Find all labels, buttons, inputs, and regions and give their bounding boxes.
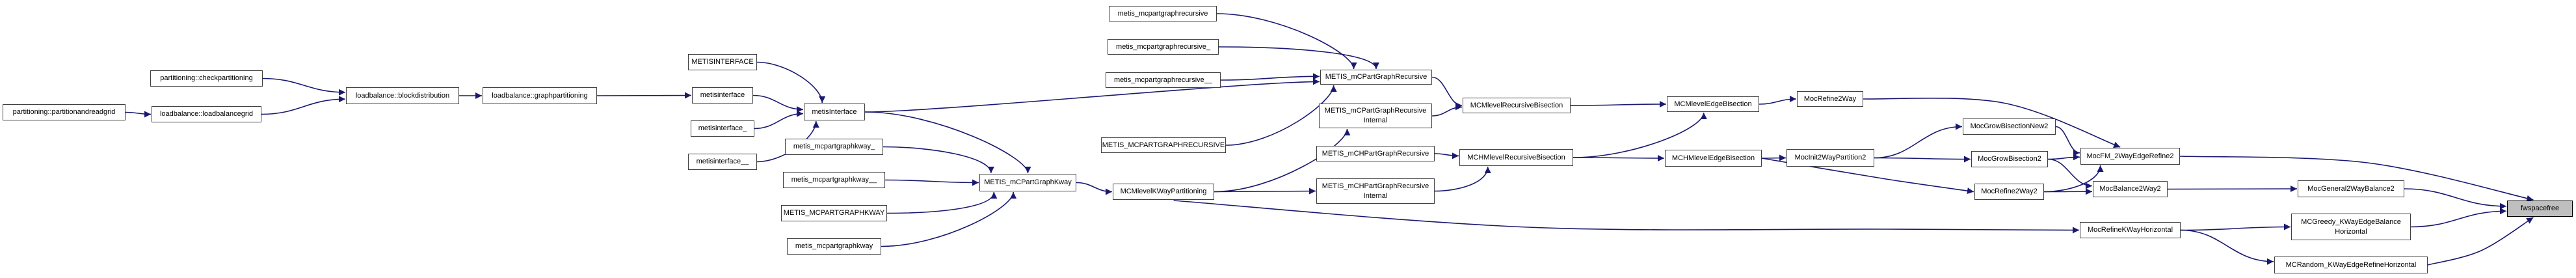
node-MRec[interactable]: METIS_mCPartGraphRecursive: [1320, 70, 1432, 85]
node-lbg[interactable]: loadbalance::loadbalancegrid: [152, 106, 261, 122]
edge-RC-MRec: [1225, 85, 1337, 146]
edge-cp-bd: [262, 77, 346, 96]
edge-MKP-MRecI: [1214, 128, 1351, 193]
edge-kw1-MKway: [883, 146, 994, 174]
node-rc1[interactable]: metis_mcpartgraphrecursive_: [1108, 39, 1219, 55]
edge-MRKH-MCR: [2180, 229, 2274, 265]
node-MCG[interactable]: MCGreedy_KWayEdgeBalance Horizontal: [2291, 214, 2411, 240]
node-MHRB[interactable]: MCHMlevelRecursiveBisection: [1459, 149, 1573, 166]
edge-MG2WB-fws: [2404, 188, 2507, 210]
node-MGB[interactable]: MocGrowBisection2: [1971, 151, 2048, 167]
node-MB2W[interactable]: MocBalance2Way2: [2093, 181, 2168, 197]
edge-MIU-miC: [756, 61, 826, 104]
edge-kw-MKway: [881, 191, 1017, 247]
edge-MHRec-MHRB: [1434, 152, 1459, 160]
edge-miC-MKway: [864, 111, 1031, 174]
edge-MI2P-MGB: [1874, 156, 1971, 163]
edge-MKP-MRKH: [1173, 200, 2080, 234]
node-MR2W2[interactable]: MocRefine2Way2: [1974, 184, 2044, 200]
node-kw1[interactable]: metis_mcpartgraphkway_: [785, 139, 883, 155]
node-MFM[interactable]: MocFM_2WayEdgeRefine2: [2080, 148, 2180, 165]
node-RC[interactable]: METIS_MCPARTGRAPHRECURSIVE: [1101, 137, 1226, 153]
node-miC[interactable]: metisInterface: [804, 104, 865, 120]
node-kw2[interactable]: metis_mcpartgraphkway__: [783, 172, 885, 188]
node-MG2WB[interactable]: MocGeneral2WayBalance2: [2298, 180, 2404, 197]
edge-MFM-fws: [2179, 156, 2534, 202]
edge-MR2W-MFM: [1863, 97, 2121, 148]
edge-MCG-fws: [2410, 208, 2507, 228]
edge-rc2-MRec: [1220, 73, 1320, 81]
node-MI2P[interactable]: MocInit2WayPartition2: [1786, 149, 1874, 167]
node-KW[interactable]: METIS_MCPARTGRAPHKWAY: [781, 205, 887, 221]
node-MKway[interactable]: METIS_mCPartGraphKway: [979, 174, 1076, 191]
edge-MGB-MB2W: [2047, 158, 2093, 189]
node-MRB[interactable]: MCMlevelRecursiveBisection: [1463, 98, 1571, 113]
edge-MGB-MFM: [2047, 154, 2080, 161]
node-MCR[interactable]: MCRandom_KWayEdgeRefineHorizontal: [2274, 257, 2428, 273]
edge-MRKH-MCG: [2180, 223, 2291, 231]
node-pag[interactable]: partitioning::partitionandreadgrid: [3, 104, 126, 120]
node-MR2W[interactable]: MocRefine2Way: [1797, 91, 1863, 107]
edge-MKP-MHRecI: [1214, 188, 1316, 195]
node-MIU[interactable]: METISINTERFACE: [688, 54, 757, 70]
node-cp[interactable]: partitioning::checkpartitioning: [150, 70, 263, 87]
edge-mi-miC: [752, 94, 804, 113]
edge-MGBN-MFM: [2055, 126, 2080, 156]
node-MRecI[interactable]: METIS_mCPartGraphRecursive Internal: [1319, 104, 1432, 128]
node-MGBN[interactable]: MocGrowBisectionNew2: [1963, 118, 2056, 135]
node-gp[interactable]: loadbalance::graphpartitioning: [483, 87, 597, 104]
node-mi[interactable]: metisinterface: [692, 87, 753, 104]
node-rc2[interactable]: metis_mcpartgraphrecursive__: [1106, 72, 1221, 88]
node-MHRecI[interactable]: METIS_mCHPartGraphRecursive Internal: [1316, 178, 1435, 204]
edge-MKway-MKP: [1076, 182, 1113, 195]
edge-mi1-miC: [754, 110, 804, 130]
node-rc[interactable]: metis_mcpartgraphrecursive: [1109, 6, 1217, 21]
edge-kw2-MKway: [884, 179, 979, 186]
node-bd[interactable]: loadbalance::blockdistribution: [346, 87, 459, 104]
edge-rc1-MRec: [1218, 46, 1379, 70]
node-kw[interactable]: metis_mcpartgraphkway: [787, 238, 881, 255]
node-MHRec[interactable]: METIS_mCHPartGraphRecursive: [1316, 146, 1435, 161]
node-fws: fwspacefree: [2507, 201, 2573, 217]
edge-MRB-MEB: [1570, 101, 1667, 108]
edge-MRec-MRB: [1431, 76, 1463, 109]
edge-pag-lbg: [125, 111, 152, 118]
edge-MCR-fws: [2427, 217, 2534, 266]
node-mi1[interactable]: metisinterface_: [691, 120, 754, 137]
edge-KW-MKway: [886, 191, 998, 214]
edge-MHRecI-MHRB: [1434, 166, 1491, 192]
edge-miC-MRec: [864, 78, 1320, 113]
edge-lbg-bd: [261, 96, 346, 115]
node-MHEB[interactable]: MCHMlevelEdgeBisection: [1665, 150, 1762, 167]
edge-MRecI-MRB: [1431, 104, 1463, 117]
node-MRKH[interactable]: MocRefineKWayHorizontal: [2080, 222, 2181, 238]
edge-MHEB-MI2P: [1761, 154, 1786, 161]
node-MEB[interactable]: MCMlevelEdgeBisection: [1667, 96, 1759, 112]
edge-rc-MRec: [1216, 13, 1357, 70]
edge-MEB-MR2W: [1759, 96, 1797, 105]
node-mi2[interactable]: metisinterface__: [688, 154, 757, 170]
edge-MR2W2-MFM: [2043, 165, 2104, 193]
edge-MHRB-MEB: [1573, 112, 1707, 158]
node-MKP[interactable]: MCMlevelKWayPartitioning: [1113, 184, 1214, 200]
edge-MI2P-MGBN: [1874, 123, 1963, 159]
